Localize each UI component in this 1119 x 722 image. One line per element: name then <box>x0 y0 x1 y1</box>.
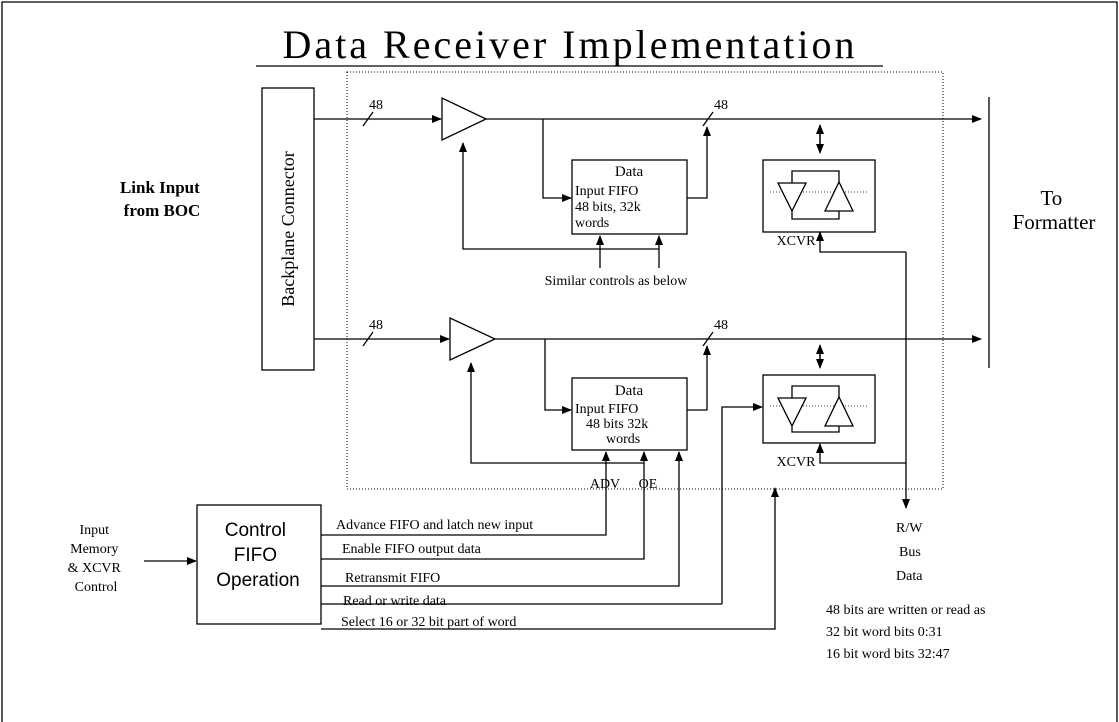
lower-enable-feedback <box>467 362 644 464</box>
lower-xcvr-tx <box>823 395 855 427</box>
signal-enable: Enable FIFO output data <box>342 542 482 557</box>
lower-bus-width-in: 48 <box>369 318 383 333</box>
upper-fifo-input <box>542 119 572 202</box>
lower-bus-slash-in <box>362 331 374 347</box>
lower-xcvr-bus <box>816 443 906 464</box>
signal-advance: Advance FIFO and latch new input <box>336 518 533 533</box>
upper-controls-note: Similar controls as below <box>545 274 689 289</box>
upper-fifo-details: Input FIFO 48 bits, 32k words <box>575 184 644 231</box>
page-title: Data Receiver Implementation <box>283 22 858 67</box>
upper-bus-slash-out <box>702 111 714 127</box>
upper-xcvr-tx <box>823 180 855 212</box>
signal-retransmit: Retransmit FIFO <box>345 571 440 586</box>
lower-fifo-box <box>571 377 688 451</box>
signal-select-line <box>321 487 779 630</box>
lower-xcvr-box <box>762 374 876 444</box>
link-input-label: Link Input from BOC <box>120 178 204 220</box>
upper-bus-width-in: 48 <box>369 98 383 113</box>
adv-label: ADV <box>590 477 620 492</box>
lower-bus-slash-out <box>702 331 714 347</box>
upper-xcvr-rx <box>776 182 808 213</box>
lower-fifo-input <box>544 339 572 414</box>
control-fifo-box <box>196 504 322 625</box>
signal-enable-line <box>321 473 645 560</box>
upper-fifo-output <box>687 126 711 199</box>
lower-xcvr-label: XCVR <box>777 455 817 470</box>
lower-fifo-output <box>687 345 711 411</box>
signal-retransmit-line <box>321 451 683 587</box>
oe-label: OE <box>639 477 658 492</box>
upper-xcvr-label: XCVR <box>777 234 817 249</box>
rw-bus-label: R/W Bus Data <box>896 521 926 584</box>
upper-enable-feedback <box>459 142 659 250</box>
upper-buffer <box>441 96 488 142</box>
bit-note: 48 bits are written or read as 32 bit wo… <box>826 603 989 662</box>
signal-rw: Read or write data <box>343 594 447 609</box>
control-input-label: Input Memory & XCVR Control <box>68 523 125 595</box>
upper-fifo-label: Data <box>615 164 644 180</box>
backplane-connector <box>261 87 315 371</box>
lower-channel: 48 48 Data Input FIFO 48 bits 32k words … <box>314 316 982 604</box>
lower-xcvr-loop-top <box>791 385 840 398</box>
lower-xcvr-rx <box>776 397 808 428</box>
upper-bus-width-out: 48 <box>714 98 728 113</box>
lower-buffer <box>449 316 497 362</box>
signal-select: Select 16 or 32 bit part of word <box>341 615 516 630</box>
lower-fifo-label: Data <box>615 383 644 399</box>
signal-advance-line <box>321 473 607 536</box>
lower-fifo-details: Input FIFO 48 bits 32k words <box>575 402 652 447</box>
upper-bus-slash-in <box>362 111 374 127</box>
backplane-connector-label: Backplane Connector <box>278 151 298 306</box>
lower-bus-width-out: 48 <box>714 318 728 333</box>
formatter-label: To Formatter <box>1013 186 1096 234</box>
rw-to-xcvr <box>721 403 763 604</box>
upper-channel: 48 48 Data Input FIFO 48 bits, 32k words… <box>314 96 982 289</box>
upper-fifo-box <box>571 159 688 235</box>
upper-xcvr-bus <box>816 231 906 253</box>
upper-xcvr-loop-top <box>791 170 840 183</box>
board-boundary <box>346 71 944 490</box>
control-fifo-label: Control FIFO Operation <box>216 520 299 591</box>
